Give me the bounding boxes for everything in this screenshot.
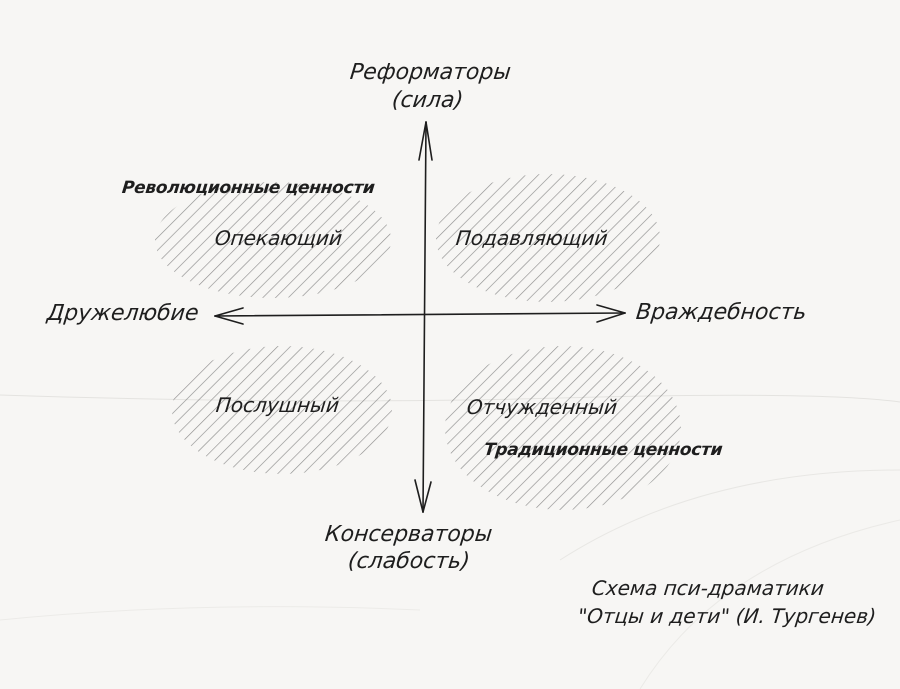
axis-bottom-title: Консерваторы: [323, 522, 494, 547]
caption-line-2: "Отцы и дети" (И. Тургенев): [576, 604, 878, 628]
quadrant-bottom-right: Отчужденный: [465, 395, 619, 419]
hatch-bottom-right: [445, 346, 681, 510]
quadrant-bottom-left: Послушный: [214, 393, 341, 417]
hatch-top-left: [155, 182, 391, 298]
axis-top-title: Реформаторы: [348, 60, 513, 85]
note-revolutionary-values: Революционные ценности: [121, 178, 376, 198]
axis-left-label: Дружелюбие: [45, 301, 200, 326]
axis-bottom-subtitle: (слабость): [346, 549, 472, 574]
quadrant-top-left: Опекающий: [213, 226, 344, 250]
quadrant-top-right: Подавляющий: [454, 226, 609, 250]
vertical-axis: [414, 121, 433, 513]
caption-line-1: Схема пси-драматики: [590, 576, 826, 600]
note-traditional-values: Традиционные ценности: [483, 440, 724, 460]
hatch-bottom-left: [172, 346, 392, 474]
horizontal-axis: [214, 304, 626, 325]
axis-right-label: Враждебность: [634, 300, 808, 325]
axis-top-subtitle: (сила): [390, 88, 465, 113]
hatch-top-right: [436, 174, 660, 302]
